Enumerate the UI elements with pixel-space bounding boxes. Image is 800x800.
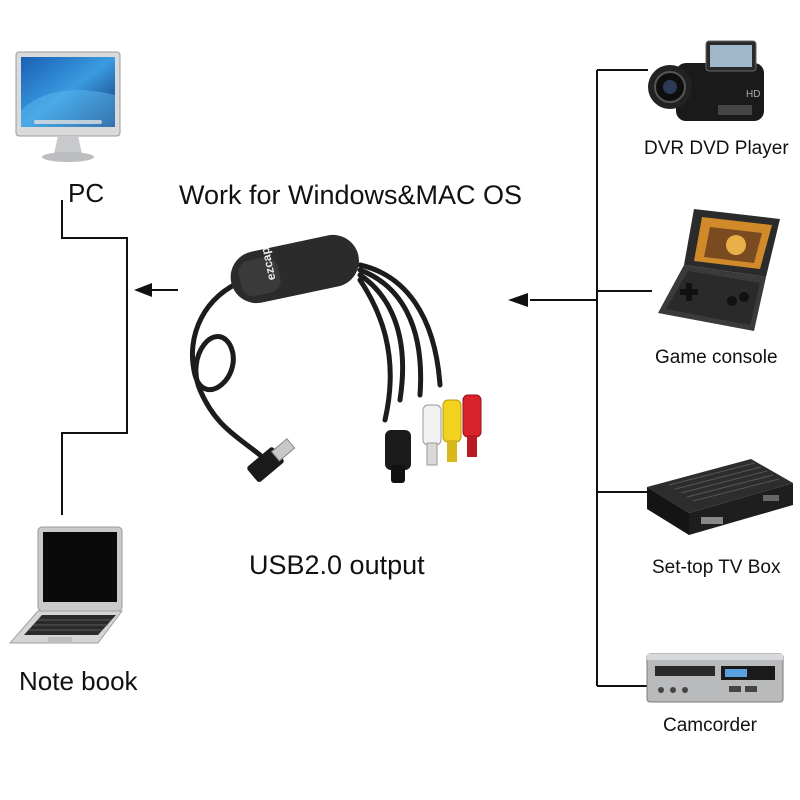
- device-brand: ezcap: [258, 246, 279, 282]
- usb-output-caption: USB2.0 output: [249, 550, 425, 580]
- set-top-box-label: Set-top TV Box: [652, 557, 781, 578]
- dvr-dvd-player-label: DVR DVD Player: [644, 138, 789, 159]
- laptop-icon: [8, 526, 123, 644]
- right-arrow: [508, 293, 528, 307]
- handheld-game-console-icon: [658, 209, 780, 331]
- left-bracket: [61, 200, 128, 515]
- left-arrow: [134, 283, 178, 297]
- right-bracket: [530, 69, 652, 687]
- camcorder-label: Camcorder: [663, 715, 757, 736]
- usb-capture-cable-icon: ezcap: [189, 234, 482, 483]
- game-console-label: Game console: [655, 347, 778, 368]
- desktop-monitor-icon: [15, 51, 121, 162]
- notebook-label: Note book: [19, 666, 138, 696]
- os-compat-title: Work for Windows&MAC OS: [179, 180, 523, 210]
- set-top-box-icon: [647, 459, 793, 535]
- camcorder-icon: HD: [648, 40, 764, 121]
- dvd-player-icon: [646, 653, 784, 703]
- pc-label: PC: [68, 178, 105, 208]
- svg-text:HD: HD: [746, 89, 760, 100]
